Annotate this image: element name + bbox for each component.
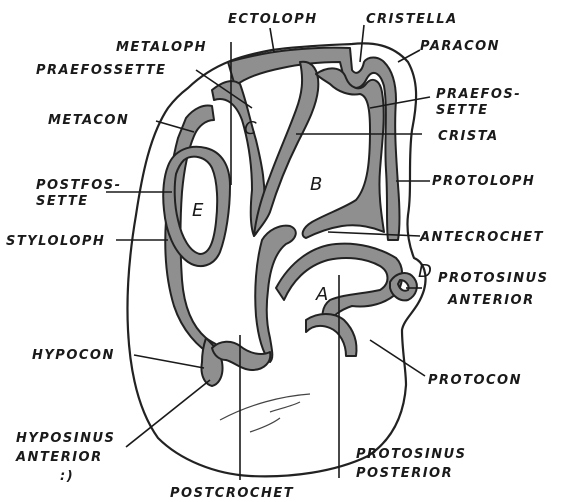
label-metacon: METACON <box>48 113 129 128</box>
label-protocon: PROTOCON <box>428 373 522 388</box>
region-b: B <box>310 174 322 195</box>
label-antecrochet: ANTECROCHET <box>419 230 544 245</box>
label-postfos-line2: SETTE <box>36 194 89 209</box>
label-cristella: CRISTELLA <box>366 12 458 27</box>
label-protoloph: PROTOLOPH <box>432 174 535 189</box>
label-hypocon: HYPOCON <box>32 348 115 363</box>
label-hyposinus-line1: HYPOSINUS <box>16 431 115 446</box>
label-protosinus-anterior-line2: ANTERIOR <box>447 293 535 308</box>
label-paracon: PARACON <box>420 39 500 54</box>
ectoloph-leader <box>270 28 274 52</box>
label-praefos-line2: SETTE <box>436 103 489 118</box>
region-a: A <box>315 284 328 305</box>
label-styloloph: STYLOLOPH <box>6 234 105 249</box>
region-d: D <box>418 261 432 282</box>
a-region-band <box>255 226 296 362</box>
wear-line-1 <box>220 394 310 420</box>
label-protosinus-posterior-line1: PROTOSINUS <box>356 447 467 462</box>
crista-band <box>254 62 318 236</box>
protocon-band <box>306 314 357 356</box>
label-praefos-line1: PRAEFOS- <box>436 87 521 102</box>
label-protosinus-posterior-line2: POSTERIOR <box>356 466 453 481</box>
label-postcrochet: POSTCROCHET <box>170 486 294 501</box>
antecrochet-leader <box>328 232 420 236</box>
label-crista: CRISTA <box>438 129 499 144</box>
hyposinus-leader <box>126 380 210 447</box>
protosinus-anterior-pocket <box>390 273 417 300</box>
label-ectoloph: ECTOLOPH <box>228 12 318 27</box>
label-hyposinus-line2: ANTERIOR <box>15 450 103 465</box>
region-c: C <box>244 118 257 139</box>
label-metaloph: METALOPH <box>116 40 207 55</box>
protocon-leader <box>370 340 425 376</box>
wear-line-3 <box>270 402 300 412</box>
stray-mark: :) <box>60 469 74 484</box>
label-postfos-line1: POSTFOS- <box>36 178 122 193</box>
region-e: E <box>192 200 204 221</box>
label-praefossette: PRAEFOSSETTE <box>36 63 166 78</box>
wear-line-2 <box>250 418 280 432</box>
hypocon-leader <box>134 355 204 368</box>
label-protosinus-anterior-line1: PROTOSINUS <box>438 271 549 286</box>
